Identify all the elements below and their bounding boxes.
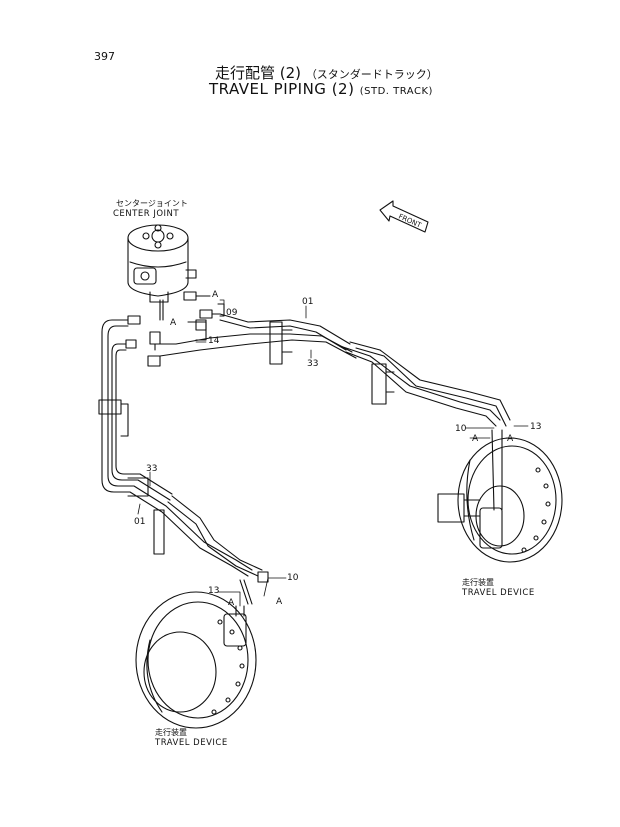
right-hoses <box>339 341 511 427</box>
callout-09: 09 <box>226 308 238 318</box>
callout-10-left: 10 <box>287 573 299 583</box>
left-device-bolts <box>211 619 245 715</box>
page-number: 397 <box>94 50 115 63</box>
detail-a-marker-left-2: A <box>276 597 283 607</box>
right-device-bolts <box>521 467 551 553</box>
travel-device-left-label-jp: 走行装置 <box>155 728 187 737</box>
callout-33-top: 33 <box>307 359 319 369</box>
detail-a-marker-right-1: A <box>472 434 479 444</box>
left-pipes <box>101 319 253 577</box>
center-joint-label-jp: センタージョイント <box>116 199 188 208</box>
callout-13-left: 13 <box>208 586 220 596</box>
callout-13-right: 13 <box>530 422 542 432</box>
center-joint <box>127 224 197 303</box>
center-joint-label-en: CENTER JOINT <box>113 209 180 219</box>
callout-01-left: 01 <box>134 517 146 527</box>
front-arrow-icon: FRONT <box>379 200 429 233</box>
callout-01-top: 01 <box>302 297 314 307</box>
travel-device-right <box>437 429 563 563</box>
travel-device-right-label-jp: 走行装置 <box>462 578 494 587</box>
title-english: TRAVEL PIPING (2) (STD. TRACK) <box>209 80 433 98</box>
title-english-main: TRAVEL PIPING (2) <box>209 80 355 98</box>
title-japanese-sub: （スタンダードトラック） <box>305 68 438 81</box>
front-arrow-label: FRONT <box>397 213 423 230</box>
detail-a-marker-joint-2: A <box>170 318 177 328</box>
callout-33-left: 33 <box>146 464 158 474</box>
detail-a-marker-right-2: A <box>507 434 514 444</box>
lower-left-hoses <box>167 495 269 605</box>
callout-14: 14 <box>208 336 220 346</box>
travel-device-right-label-en: TRAVEL DEVICE <box>462 588 535 598</box>
detail-a-marker-joint-1: A <box>212 290 219 300</box>
top-pipes <box>159 313 357 365</box>
title-english-sub: (STD. TRACK) <box>359 86 433 97</box>
detail-a-marker-left-1: A <box>228 598 235 608</box>
title-japanese-main: 走行配管 (2) <box>215 64 302 82</box>
left-clamp <box>98 399 165 555</box>
joint-fittings <box>125 291 225 367</box>
travel-device-left-label-en: TRAVEL DEVICE <box>155 738 228 748</box>
title-japanese: 走行配管 (2) （スタンダードトラック） <box>215 62 438 83</box>
travel-device-left <box>135 591 257 729</box>
callout-10-right: 10 <box>455 424 467 434</box>
